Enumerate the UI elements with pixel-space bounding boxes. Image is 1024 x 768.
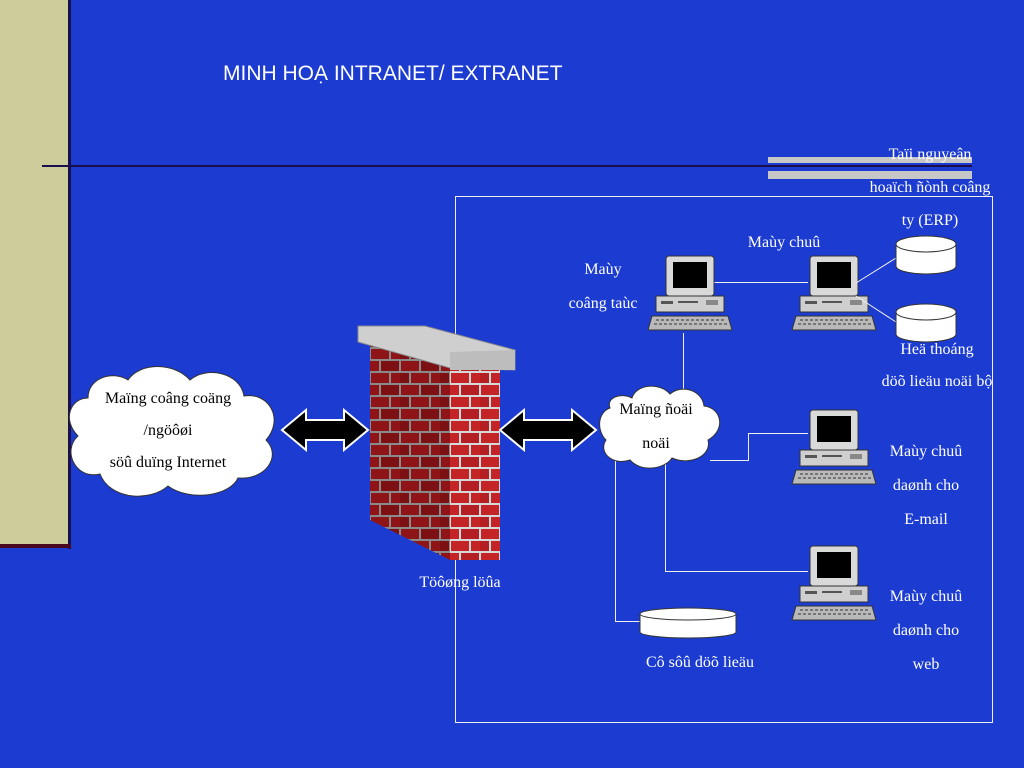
title-underline xyxy=(42,165,972,167)
public-network-cloud xyxy=(68,366,275,497)
decor-bar-bottom xyxy=(768,171,972,179)
erp-label: Taïi nguyeân hoaïch ñònh coâng ty (ERP) xyxy=(869,146,991,229)
decor-bar-top xyxy=(768,157,972,163)
database-label: Cô sôû döõ lieäu xyxy=(646,654,754,671)
internal-db-label: Heä thoáng döõ lieäu noäi bộ xyxy=(881,341,993,390)
double-arrow-right-icon xyxy=(498,407,598,453)
connector-workstation-server xyxy=(712,282,808,283)
erp-database-icon xyxy=(895,235,957,275)
connector-mail-h xyxy=(748,433,808,434)
mail-server-label: Maùy chuû daønh cho E-mail xyxy=(889,443,963,528)
public-network-label: Maïng coâng coäng /ngöôøi söû duïng Inte… xyxy=(104,390,232,471)
firewall-label: Töôøng löûa xyxy=(419,574,501,591)
side-panel xyxy=(0,0,68,546)
workstation-label: Maùy coâng taùc xyxy=(568,261,638,312)
connector-web-v xyxy=(665,462,666,572)
internal-network-cloud xyxy=(599,385,720,469)
web-server-label: Maùy chuû daønh cho web xyxy=(889,588,963,673)
side-panel-edge xyxy=(68,0,71,549)
side-panel-bottom xyxy=(0,544,71,548)
main-database-icon xyxy=(639,607,737,639)
connector-server-internal-db xyxy=(855,295,897,323)
internal-network-label: Maïng ñoäi noäi xyxy=(619,401,693,452)
connector-mail-net xyxy=(710,460,749,461)
connector-db-h xyxy=(615,621,640,622)
connector-workstation-net xyxy=(683,333,684,393)
connector-web-h xyxy=(665,571,808,572)
main-server-label: Maùy chuû xyxy=(747,234,821,251)
double-arrow-left-icon xyxy=(280,407,370,453)
connector-db-v xyxy=(615,450,616,622)
connector-server-erp xyxy=(855,257,897,284)
connector-mail-v xyxy=(748,433,749,461)
main-server-computer-icon xyxy=(791,255,877,331)
slide-title: MINH HOẠ INTRANET/ EXTRANET xyxy=(223,62,563,85)
firewall-icon xyxy=(357,325,516,560)
